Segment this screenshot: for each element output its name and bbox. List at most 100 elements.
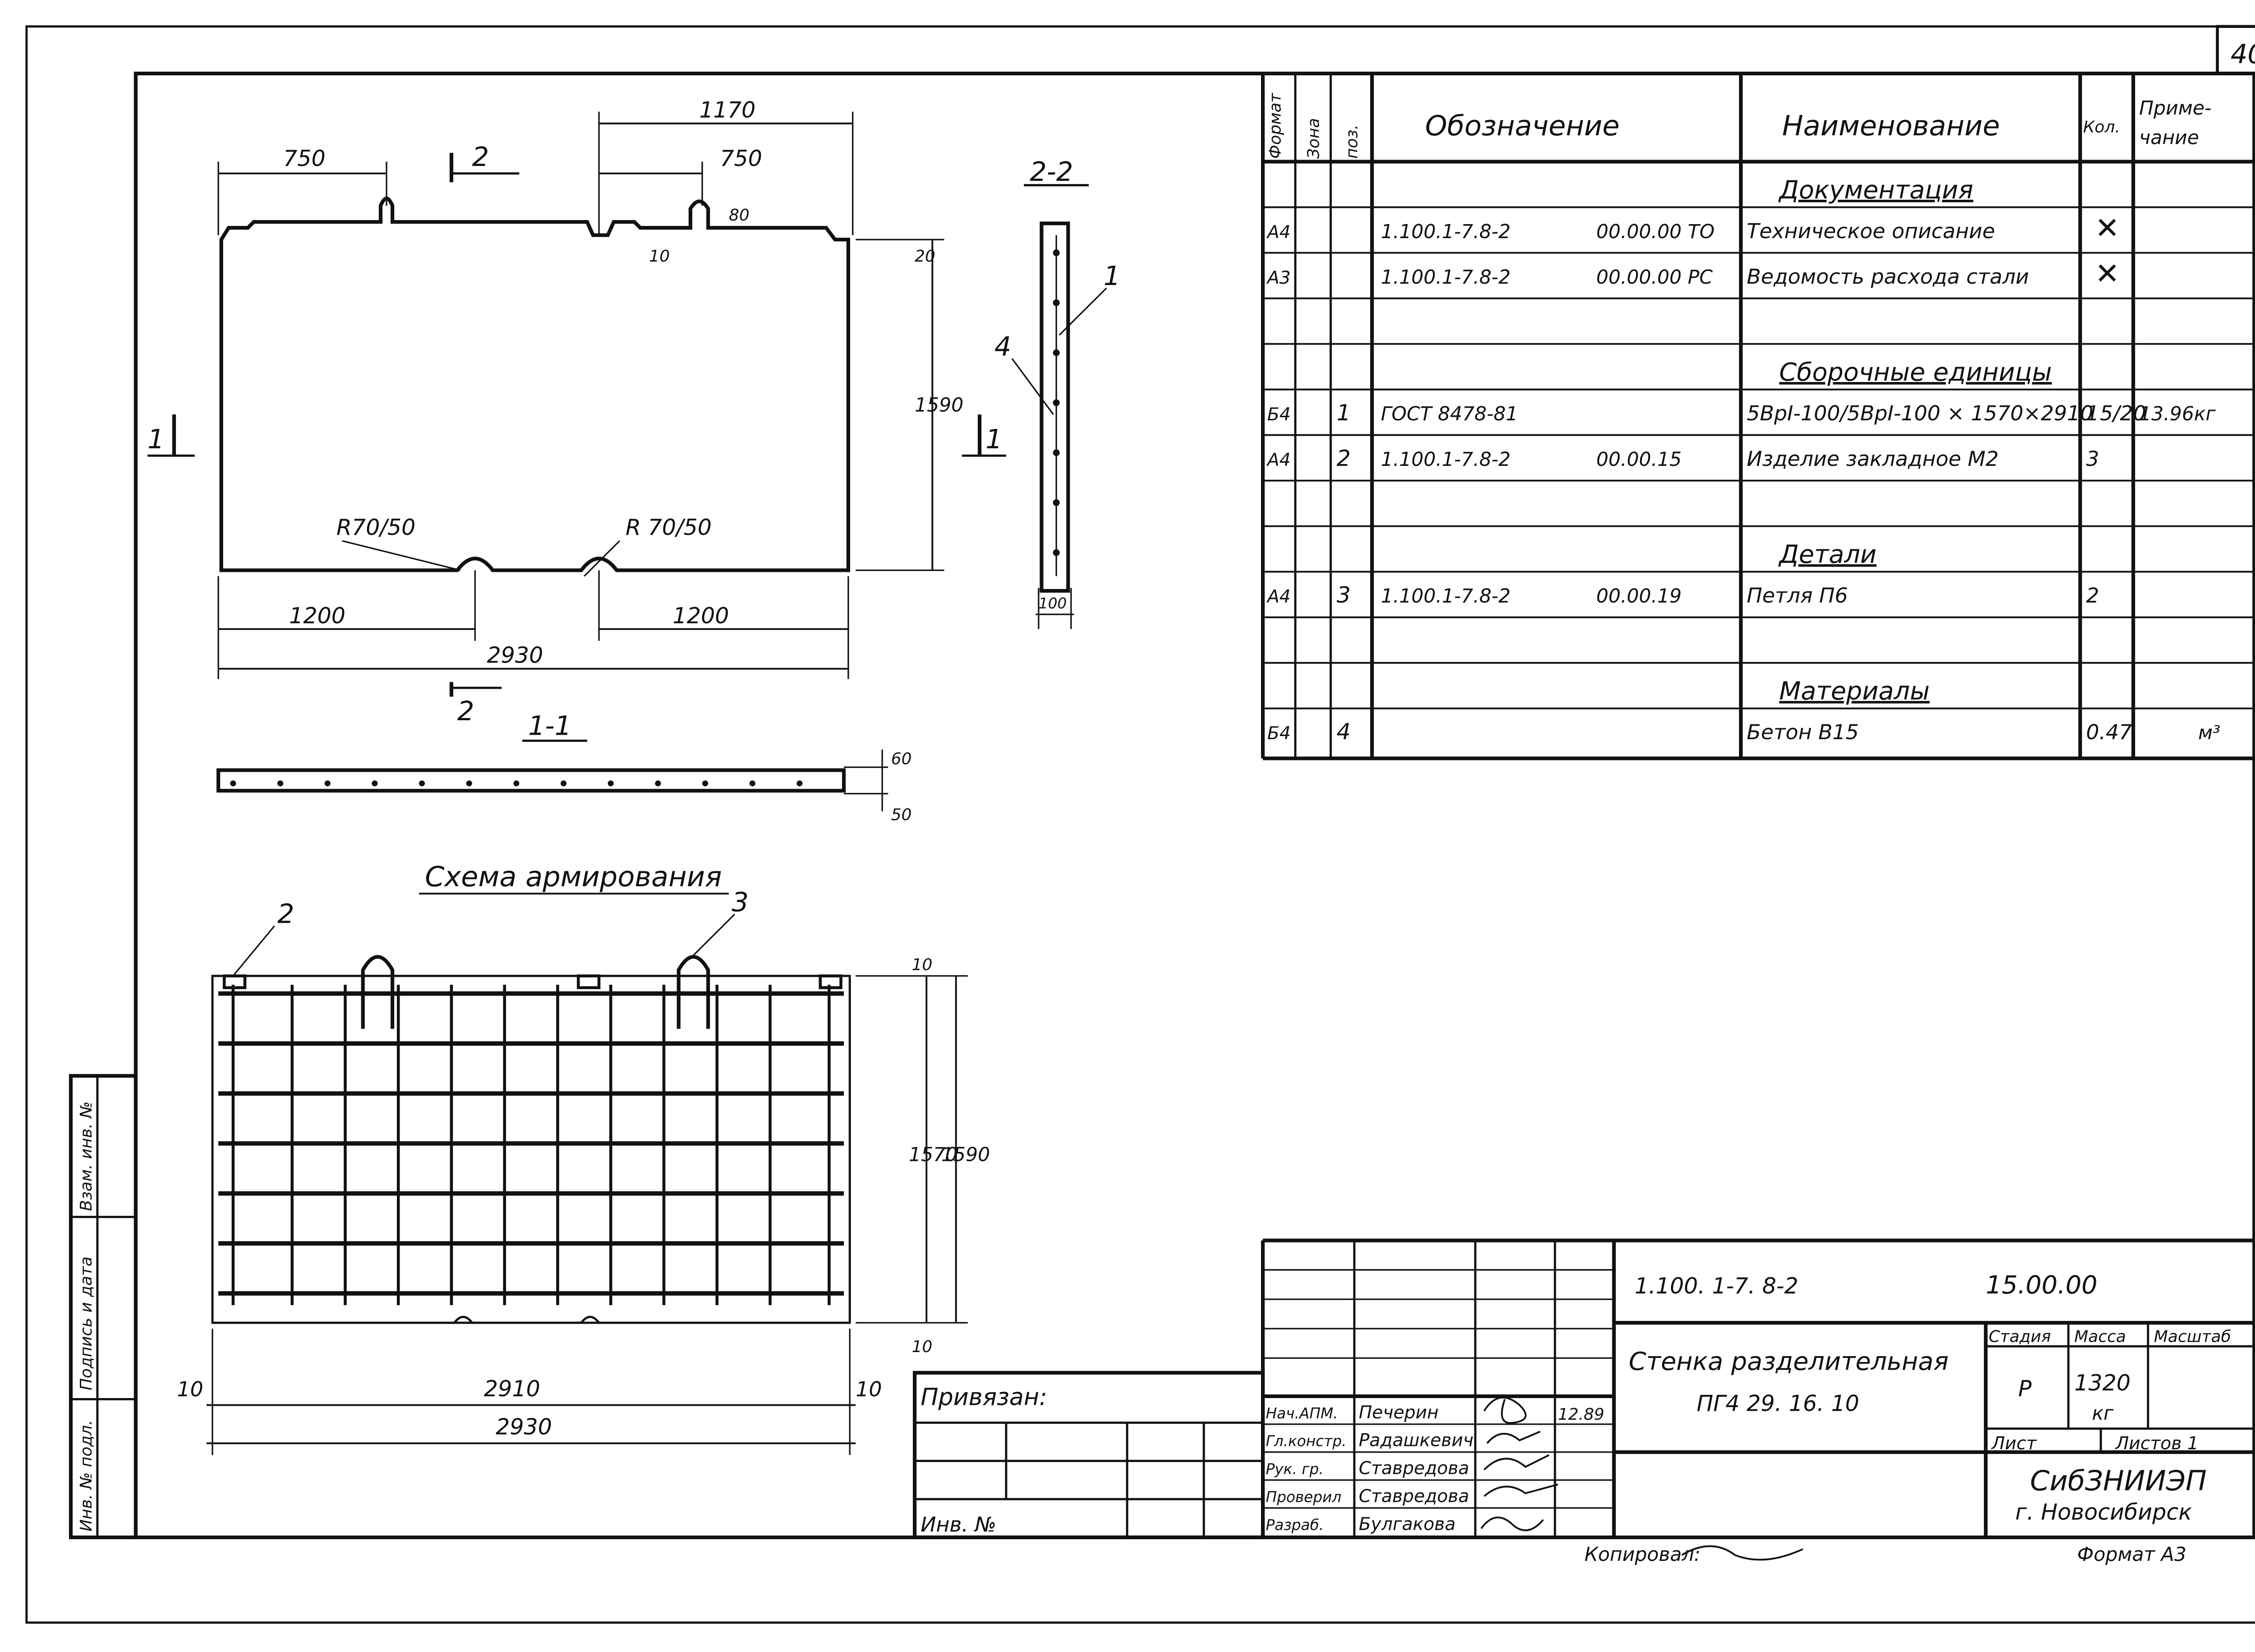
reinforcement-scheme bbox=[206, 893, 968, 1455]
side-vzam: Взам. инв. № bbox=[77, 1101, 96, 1211]
dim-1200-left: 1200 bbox=[289, 603, 345, 629]
mass-label: Масса bbox=[2074, 1327, 2126, 1346]
dim-10-right: 10 bbox=[856, 1377, 882, 1401]
stage-label: Стадия bbox=[1989, 1327, 2051, 1346]
spec-cell-format: Б4 bbox=[1267, 723, 1291, 744]
mass-unit: кг bbox=[2092, 1403, 2114, 1425]
section-2-2-title: 2-2 bbox=[1030, 156, 1073, 187]
dim-2930-top: 2930 bbox=[487, 643, 543, 668]
spec-cell-pos: 2 bbox=[1337, 446, 1351, 471]
signature-scribbles bbox=[1480, 1396, 1558, 1532]
signer-role: Разраб. bbox=[1266, 1517, 1324, 1534]
page-number: 40 bbox=[2231, 38, 2255, 69]
spec-cell-qty: 1 bbox=[2086, 401, 2099, 425]
spec-cell-name: Бетон В15 bbox=[1747, 720, 1859, 744]
spec-cell-designation: 1.100.1-7.8-2 bbox=[1381, 449, 1511, 471]
dim-80: 80 bbox=[729, 206, 750, 225]
signer-name: Печерин bbox=[1359, 1403, 1439, 1423]
sheets-label: Листов 1 bbox=[2115, 1433, 2199, 1454]
signer-name: Ставредова bbox=[1359, 1486, 1469, 1507]
spec-cell-code: 00.00.00 ТО bbox=[1596, 221, 1714, 243]
signers-list: Нач.АПМ.ПечеринГл.констр.РадашкевичРук. … bbox=[1266, 1403, 1474, 1535]
page-number-box bbox=[2216, 25, 2255, 75]
cut-marker-2-bottom: 2 bbox=[457, 695, 474, 727]
spec-cell-name: 5ВрI-100/5ВрI-100 × 1570×2910 5/20 bbox=[1747, 401, 2146, 425]
spec-cell-name: Техническое описание bbox=[1747, 219, 1995, 243]
spec-cell-name: Ведомость расхода стали bbox=[1747, 265, 2029, 289]
spec-cell-note: м³ bbox=[2198, 722, 2220, 744]
org-city: г. Новосибирск bbox=[2015, 1500, 2192, 1525]
dim-10-left: 10 bbox=[177, 1377, 203, 1401]
signer-role: Проверил bbox=[1266, 1489, 1342, 1506]
spec-cell-code: 00.00.19 bbox=[1596, 585, 1681, 607]
signer-role: Рук. гр. bbox=[1266, 1461, 1324, 1478]
header-note-line2: чание bbox=[2139, 127, 2199, 149]
dim-750-left: 750 bbox=[283, 146, 326, 171]
dim-1590-scheme: 1590 bbox=[941, 1144, 990, 1166]
dim-2930-bottom: 2930 bbox=[496, 1414, 552, 1440]
header-name: Наименование bbox=[1782, 109, 2000, 142]
callout-1: 1 bbox=[1104, 260, 1120, 291]
dim-50: 50 bbox=[891, 806, 912, 824]
header-zone: Зона bbox=[1304, 118, 1323, 159]
side-inv-podl: Инв. № подл. bbox=[77, 1420, 96, 1532]
spec-cell-format: А4 bbox=[1266, 222, 1291, 243]
dim-10-bottom: 10 bbox=[912, 1338, 933, 1356]
dim-1570: 1570 bbox=[909, 1144, 957, 1166]
spec-cell-pos: 1 bbox=[1337, 400, 1351, 426]
elevation-view bbox=[147, 111, 1006, 697]
section-2-2-view bbox=[1011, 184, 1107, 629]
signer-name: Радашкевич bbox=[1359, 1431, 1473, 1451]
dim-1170: 1170 bbox=[700, 97, 756, 123]
header-qty: Кол. bbox=[2083, 118, 2120, 136]
spec-cell-designation: 1.100.1-7.8-2 bbox=[1381, 585, 1511, 607]
dim-60: 60 bbox=[891, 750, 912, 768]
sign-date: 12.89 bbox=[1558, 1405, 1604, 1424]
spec-cell-pos: 3 bbox=[1337, 582, 1351, 608]
privyazan-label: Привязан: bbox=[920, 1384, 1047, 1411]
dim-1590: 1590 bbox=[915, 395, 963, 417]
spec-table-grid bbox=[1261, 73, 2255, 760]
spec-cell-code: 00.00.15 bbox=[1596, 449, 1681, 471]
spec-cell-qty: 2 bbox=[2086, 584, 2099, 607]
inner-border bbox=[133, 71, 2255, 1539]
header-note-line1: Приме- bbox=[2139, 97, 2211, 120]
scheme-title: Схема армирования bbox=[425, 860, 722, 893]
org-name: СибЗНИИЭП bbox=[2030, 1464, 2207, 1497]
copier-signature bbox=[1681, 1545, 1804, 1561]
stage-value: Р bbox=[2018, 1376, 2032, 1402]
dim-750-right: 750 bbox=[720, 146, 762, 171]
callout-2: 2 bbox=[277, 898, 294, 930]
spec-cell-format: А4 bbox=[1266, 450, 1291, 470]
title-line-2: ПГ4 29. 16. 10 bbox=[1697, 1391, 1859, 1417]
signer-name: Ставредова bbox=[1359, 1459, 1469, 1479]
header-designation: Обозначение bbox=[1425, 109, 1620, 142]
title-block-grid bbox=[1261, 1238, 2255, 1537]
dim-20: 20 bbox=[915, 247, 935, 266]
dim-2910: 2910 bbox=[484, 1376, 540, 1402]
scale-label: Масштаб bbox=[2154, 1327, 2231, 1346]
mass-value: 1320 bbox=[2074, 1370, 2131, 1396]
spec-cell-qty: 3 bbox=[2086, 447, 2099, 471]
spec-section-heading: Материалы bbox=[1779, 676, 1930, 706]
callout-4: 4 bbox=[994, 331, 1011, 362]
inv-no-label: Инв. № bbox=[920, 1513, 996, 1537]
section-1-1-view bbox=[216, 740, 888, 811]
side-stamp bbox=[69, 1074, 138, 1539]
spec-cell-designation: 1.100.1-7.8-2 bbox=[1381, 221, 1511, 243]
outer-border bbox=[25, 25, 2255, 1624]
spec-section-heading: Документация bbox=[1778, 175, 1973, 205]
spec-cell-name: Изделие закладное М2 bbox=[1747, 447, 1999, 471]
section-1-1-title: 1-1 bbox=[528, 710, 571, 741]
spec-cell-designation: ГОСТ 8478-81 bbox=[1381, 403, 1518, 425]
dim-100: 100 bbox=[1039, 595, 1067, 612]
dim-10: 10 bbox=[649, 247, 670, 266]
signer-role: Нач.АПМ. bbox=[1266, 1405, 1338, 1422]
signer-name: Булгакова bbox=[1359, 1514, 1456, 1535]
copied-label: Копировал: bbox=[1584, 1544, 1700, 1566]
spec-section-heading: Детали bbox=[1778, 540, 1877, 569]
spec-cell-format: А3 bbox=[1266, 268, 1291, 288]
sheet-label: Лист bbox=[1991, 1433, 2037, 1454]
radius-left: R70/50 bbox=[336, 515, 415, 540]
